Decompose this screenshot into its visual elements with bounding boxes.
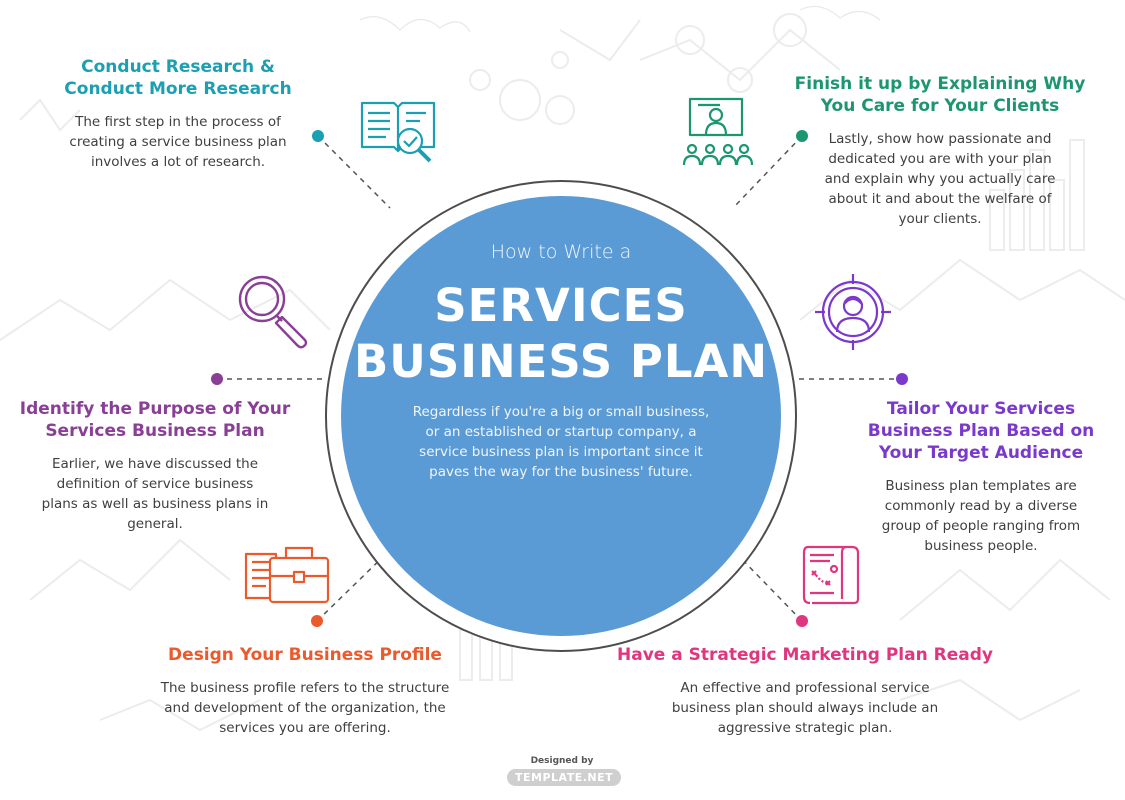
step-dot-5 <box>311 615 323 627</box>
step-conduct-research: Conduct Research & Conduct More Research… <box>58 56 298 172</box>
step-title: Have a Strategic Marketing Plan Ready <box>617 645 993 665</box>
step-dot-6 <box>796 615 808 627</box>
brand-logo[interactable]: TEMPLATE.NET <box>507 769 622 786</box>
step-body: An effective and professional service bu… <box>671 680 939 736</box>
strategy-scroll-icon <box>802 545 860 605</box>
step-body: The business profile refers to the struc… <box>160 680 450 736</box>
step-body: Earlier, we have discussed the definitio… <box>41 456 269 532</box>
step-dot-1 <box>312 130 324 142</box>
center-title-line1: SERVICES <box>434 279 688 332</box>
step-body: Business plan templates are commonly rea… <box>881 478 1081 554</box>
center-circle <box>341 196 781 636</box>
step-body: The first step in the process of creatin… <box>69 114 287 170</box>
step-identify-purpose: Identify the Purpose of Your Services Bu… <box>10 398 300 534</box>
step-title: Finish it up by Explaining Why You Care … <box>794 74 1086 116</box>
step-title: Conduct Research & Conduct More Research <box>64 57 292 99</box>
step-title: Tailor Your Services Business Plan Based… <box>867 399 1095 463</box>
step-title: Design Your Business Profile <box>168 645 442 665</box>
step-dot-2 <box>796 130 808 142</box>
center-pre-title: How to Write a <box>490 241 632 263</box>
step-marketing-plan: Have a Strategic Marketing Plan Ready An… <box>610 644 1000 738</box>
target-person-icon <box>815 274 891 350</box>
step-explain-care: Finish it up by Explaining Why You Care … <box>790 73 1090 229</box>
magnifier-icon <box>238 275 308 349</box>
designed-by-label: Designed by <box>530 756 594 766</box>
step-tailor-audience: Tailor Your Services Business Plan Based… <box>856 398 1106 556</box>
presentation-audience-icon <box>682 97 754 166</box>
step-body: Lastly, show how passionate and dedicate… <box>824 131 1056 227</box>
step-business-profile: Design Your Business Profile The busines… <box>150 644 460 738</box>
step-dot-3 <box>211 373 223 385</box>
step-title: Identify the Purpose of Your Services Bu… <box>19 399 291 441</box>
designer-credit: Designed by TEMPLATE.NET <box>507 756 622 786</box>
briefcase-document-icon <box>244 546 330 604</box>
step-dot-4 <box>896 373 908 385</box>
center-title: SERVICES BUSINESS PLAN <box>341 278 781 390</box>
open-book-check-icon <box>360 101 436 163</box>
center-body: Regardless if you're a big or small busi… <box>412 404 710 480</box>
center-title-line2: BUSINESS PLAN <box>353 335 768 388</box>
